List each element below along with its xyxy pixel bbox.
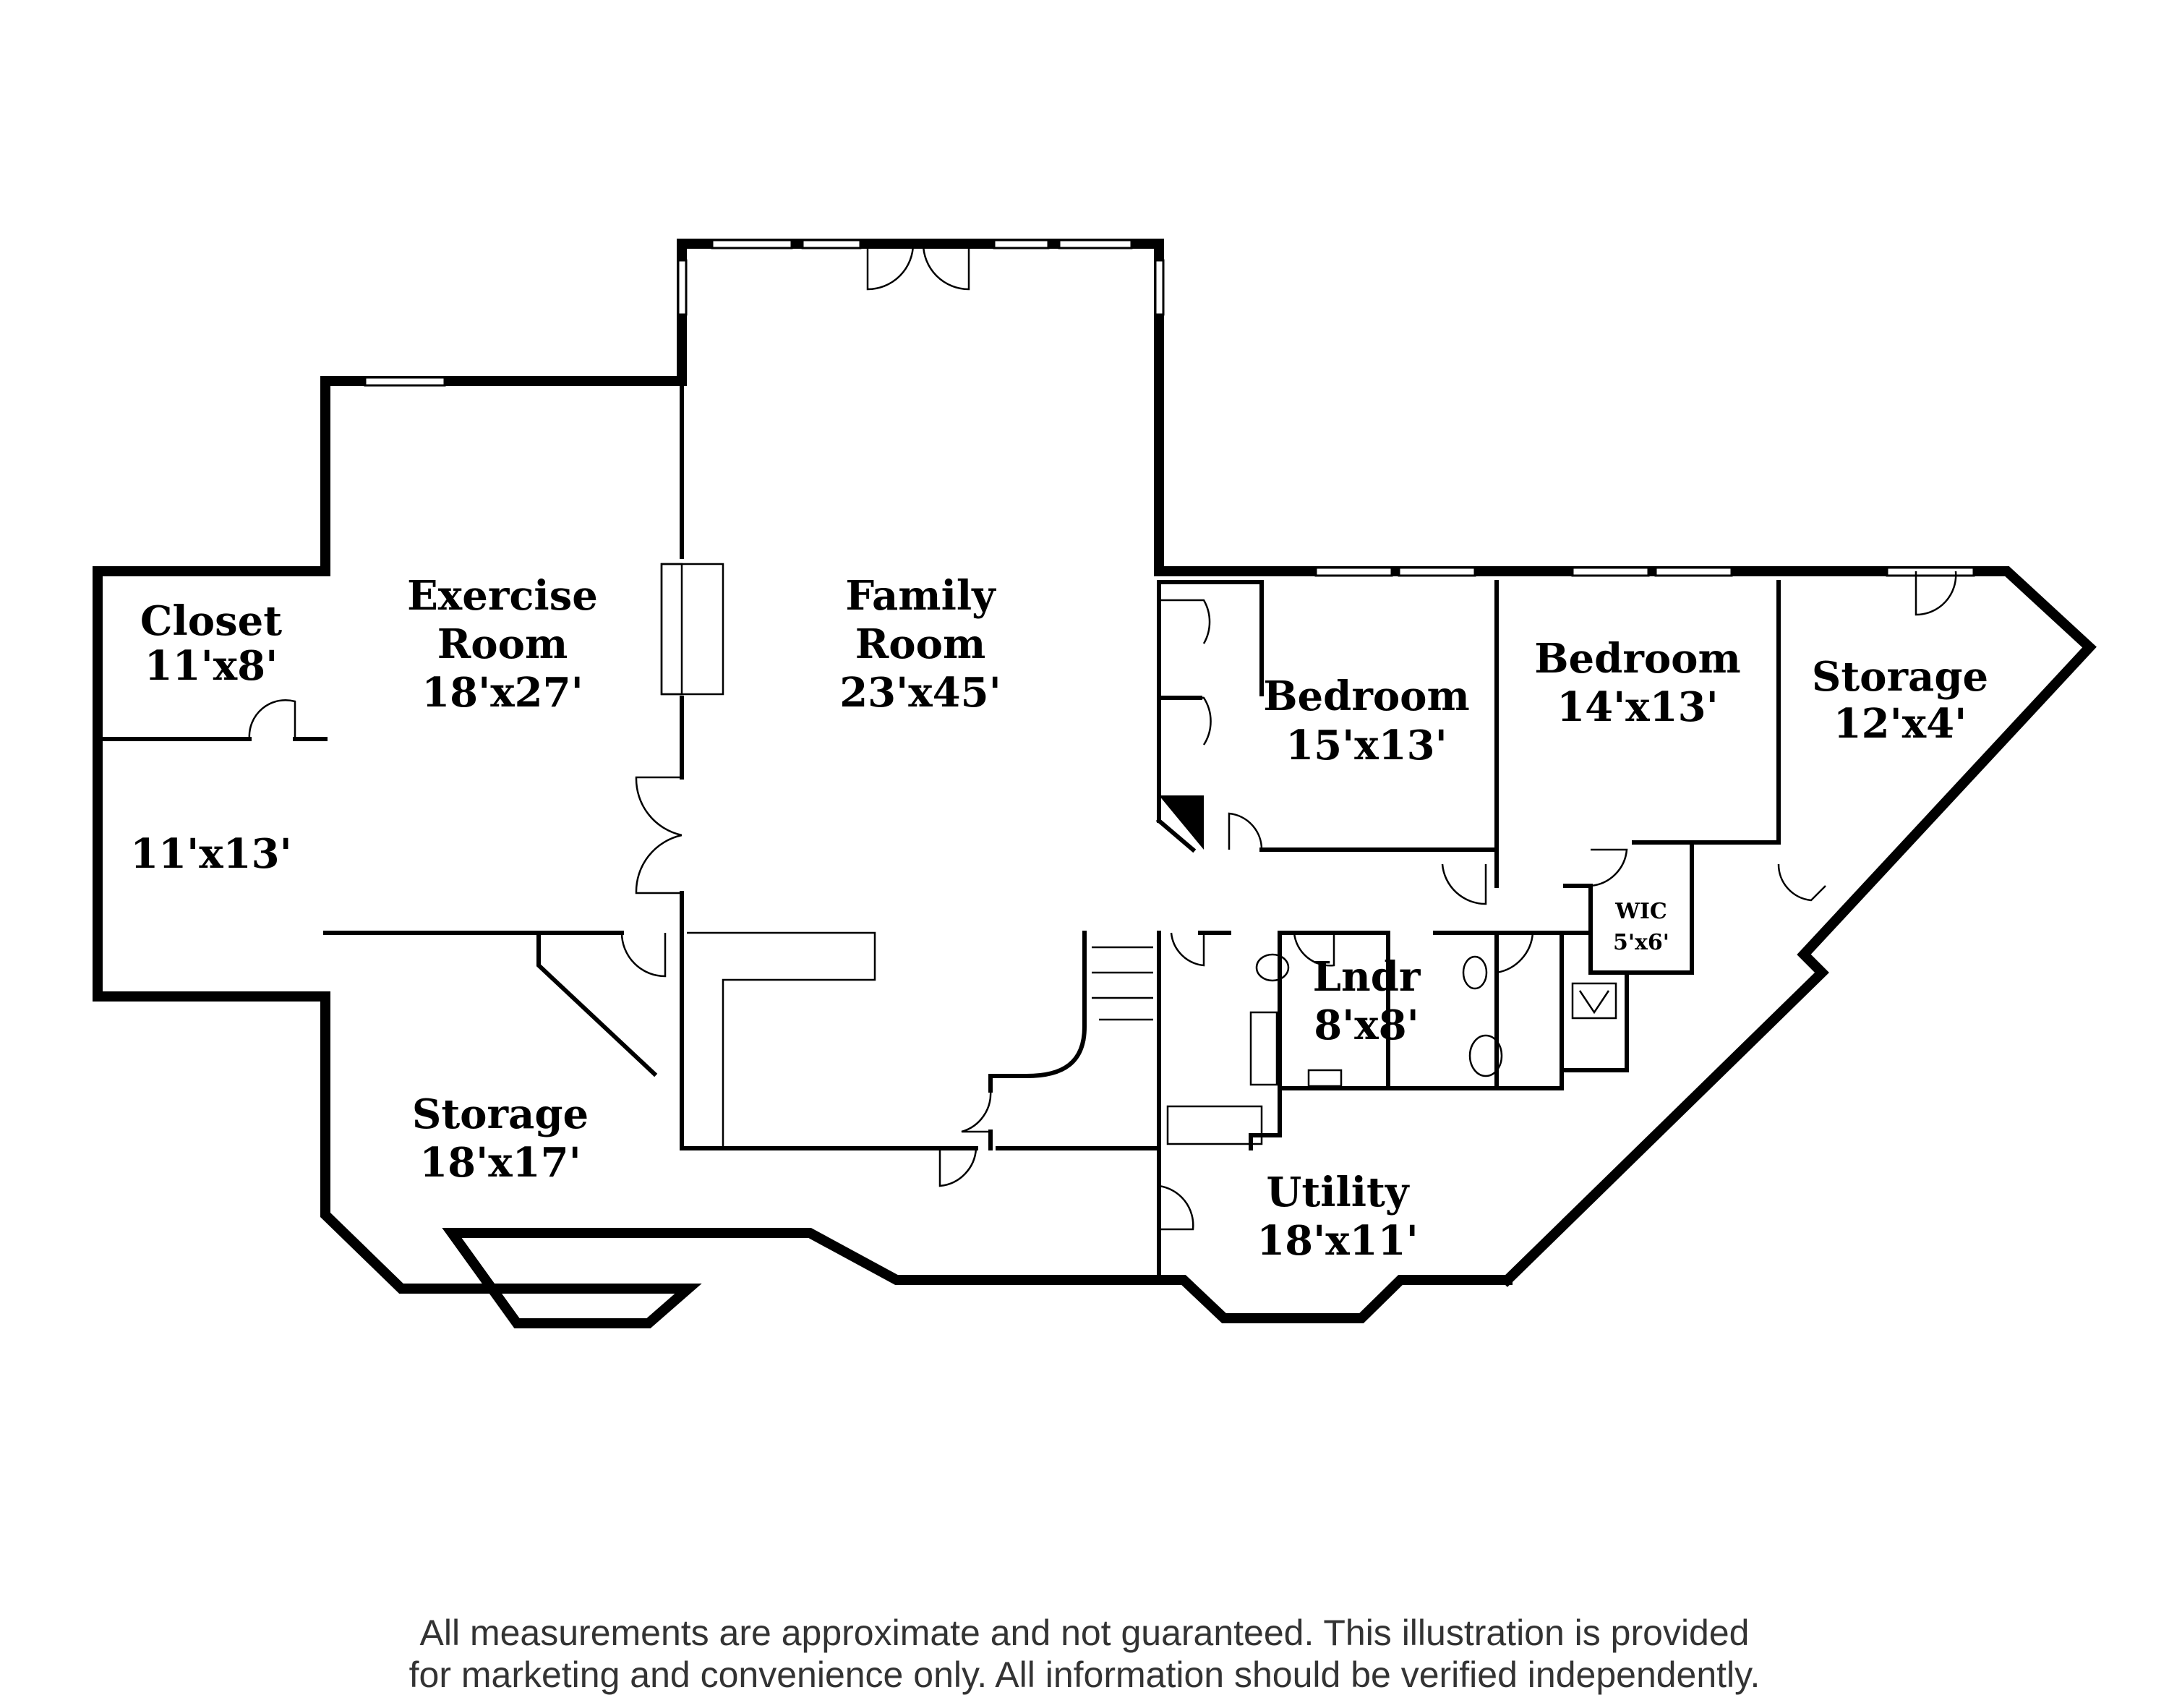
room-11x13-size: 11'x13' (130, 830, 292, 878)
doors (248, 243, 1957, 1231)
laundry-size: 8'x8' (1314, 1002, 1419, 1049)
storage-left-size: 18'x17' (419, 1139, 581, 1187)
windows (364, 239, 1975, 577)
family-room-name-2: Room (855, 620, 986, 668)
wic-size: 5'x6' (1613, 930, 1669, 955)
exercise-room-name-2: Room (437, 620, 568, 668)
family-room-name-1: Family (845, 572, 996, 620)
storage-right-name: Storage (1812, 653, 1988, 701)
exercise-room-size: 18'x27' (422, 669, 583, 717)
room-labels: Closet 11'x8' 11'x13' Exercise Room 18'x… (130, 572, 1988, 1265)
disclaimer-line-1: All measurements are approximate and not… (419, 1613, 1750, 1653)
bedroom-1-name: Bedroom (1263, 672, 1470, 720)
utility-name: Utility (1267, 1169, 1410, 1216)
exterior-walls (93, 239, 2097, 1328)
storage-right-size: 12'x4' (1834, 700, 1967, 748)
bedroom-1-size: 15'x13' (1285, 722, 1447, 769)
laundry-name: Lndr (1313, 953, 1421, 1001)
family-room-size: 23'x45' (839, 669, 1001, 717)
bedroom-2-size: 14'x13' (1557, 683, 1719, 731)
closet-size: 11'x8' (145, 642, 278, 690)
interior-walls (95, 379, 1781, 1282)
bedroom-2-name: Bedroom (1534, 635, 1741, 683)
fixtures (660, 563, 1617, 1148)
exercise-room-name-1: Exercise (407, 572, 598, 620)
utility-size: 18'x11' (1257, 1217, 1419, 1265)
wic-name: WIC (1614, 899, 1667, 924)
disclaimer-line-2: for marketing and convenience only. All … (408, 1654, 1761, 1695)
closet-name: Closet (140, 597, 282, 645)
storage-left-name: Storage (412, 1090, 589, 1138)
